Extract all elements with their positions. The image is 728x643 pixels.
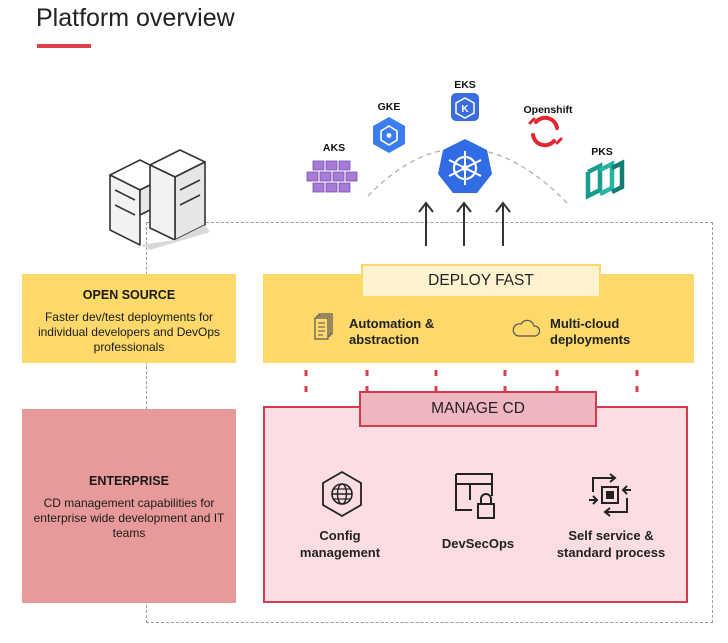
cloud-label-openshift: Openshift	[523, 104, 573, 116]
openshift-icon	[528, 115, 563, 148]
page-title: Platform overview	[36, 4, 235, 32]
feature-devsecops: DevSecOps	[441, 536, 515, 551]
feature-self-service: Self service & standard process	[556, 528, 666, 560]
cloud-icon	[512, 319, 541, 337]
document-stack-icon	[314, 313, 333, 340]
open-source-card: OPEN SOURCE Faster dev/test deployments …	[22, 274, 236, 363]
enterprise-description: CD management capabilities for enterpris…	[33, 496, 225, 540]
kubernetes-icon	[438, 139, 492, 193]
connector-dashes	[304, 370, 639, 392]
feature-config-management: Config management	[299, 528, 381, 560]
up-arrow-right	[495, 201, 511, 246]
cloud-label-eks: EKS	[454, 79, 476, 91]
manage-cd-panel	[263, 406, 688, 603]
eks-icon: K	[451, 93, 479, 121]
devsecops-icon	[455, 473, 495, 519]
deploy-fast-heading: DEPLOY FAST	[361, 264, 601, 298]
cloud-label-pks: PKS	[591, 146, 613, 158]
platform-frame	[146, 222, 713, 623]
aks-icon	[306, 160, 358, 193]
pks-icon	[585, 159, 625, 200]
title-underline	[37, 44, 91, 48]
cloud-label-gke: GKE	[377, 101, 401, 113]
open-source-description: Faster dev/test deployments for individu…	[37, 310, 221, 354]
up-arrow-middle	[456, 201, 472, 246]
cloud-label-aks: AKS	[322, 142, 346, 154]
self-service-icon	[589, 473, 631, 517]
config-globe-icon	[322, 470, 362, 518]
gke-icon	[373, 117, 405, 153]
feature-automation: Automation & abstraction	[349, 316, 435, 347]
manage-cd-heading: MANAGE CD	[359, 391, 597, 427]
up-arrow-left	[418, 201, 434, 246]
svg-text:K: K	[461, 104, 469, 115]
logo-shadow	[140, 225, 210, 250]
feature-multicloud: Multi-cloud deployments	[550, 316, 631, 347]
enterprise-heading: ENTERPRISE	[89, 474, 169, 488]
open-source-heading: OPEN SOURCE	[82, 288, 176, 302]
enterprise-card: ENTERPRISE CD management capabilities fo…	[22, 409, 236, 603]
logo-icon	[109, 149, 206, 246]
